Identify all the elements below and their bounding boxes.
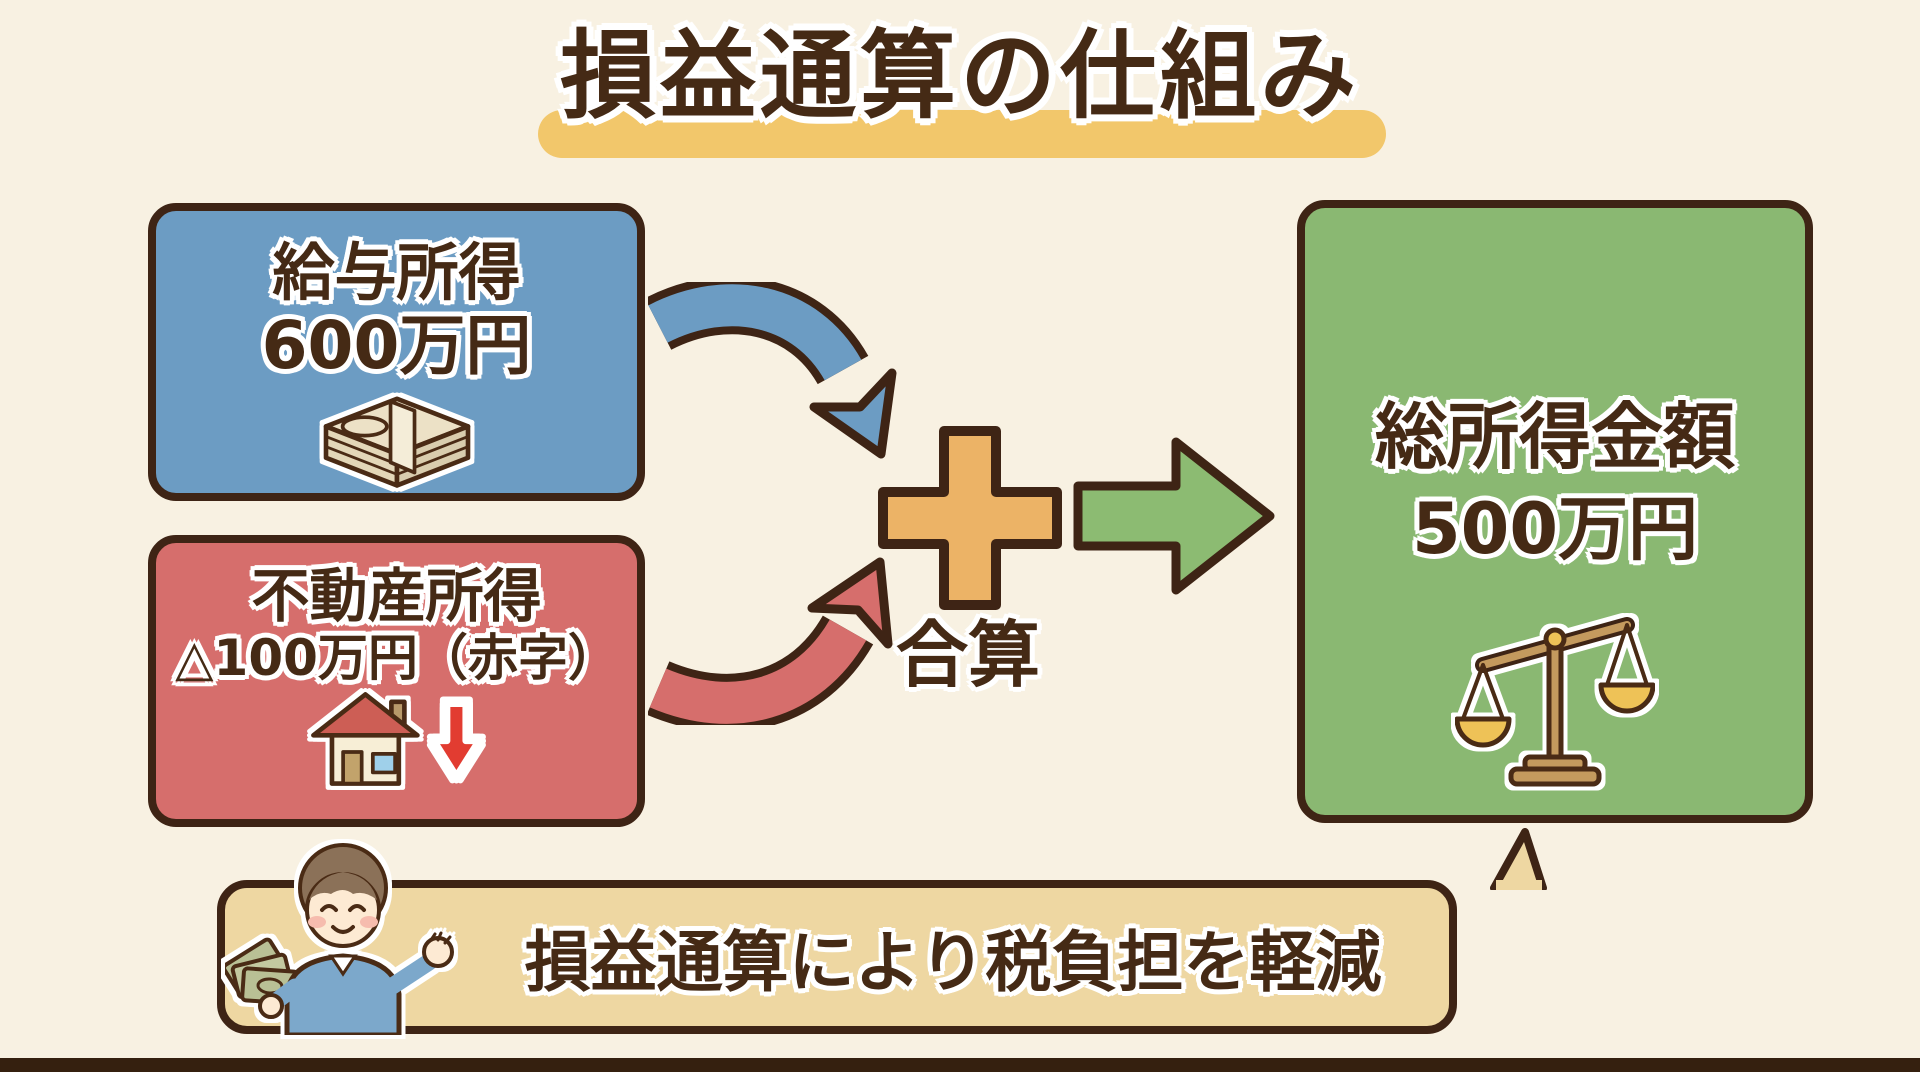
total-income-label: 総所得金額	[1374, 395, 1735, 479]
salary-income-card: 給与所得 600万円	[148, 203, 645, 501]
plus-icon	[878, 426, 1062, 610]
house-down-arrow-icon	[311, 692, 482, 787]
realestate-income-amount: △100万円（赤字）	[175, 628, 618, 687]
realestate-income-label: 不動産所得	[251, 562, 542, 630]
green-result-arrow-icon	[1073, 437, 1275, 595]
bottom-border-strip	[0, 1058, 1920, 1072]
title-highlight-bar	[538, 110, 1386, 158]
total-income-card: 総所得金額 500万円	[1297, 200, 1813, 823]
sum-label: 合算	[895, 613, 1040, 697]
red-down-arrow-icon	[430, 700, 482, 780]
salary-income-amount: 600万円	[261, 307, 532, 385]
red-flow-arrow-icon	[648, 557, 893, 725]
total-income-amount: 500万円	[1411, 487, 1699, 570]
realestate-income-card: 不動産所得 △100万円（赤字）	[148, 535, 645, 827]
person-with-money-icon	[225, 843, 454, 1035]
page-title: 損益通算の仕組み	[560, 20, 1360, 132]
salary-income-label: 給与所得	[272, 236, 521, 309]
blue-flow-arrow-icon	[648, 282, 897, 459]
money-stack-icon	[323, 396, 470, 488]
takeaway-banner-text: 損益通算により税負担を軽減	[524, 924, 1382, 1001]
speech-bubble-tail	[1490, 828, 1547, 890]
balance-scale-icon	[1455, 617, 1655, 787]
